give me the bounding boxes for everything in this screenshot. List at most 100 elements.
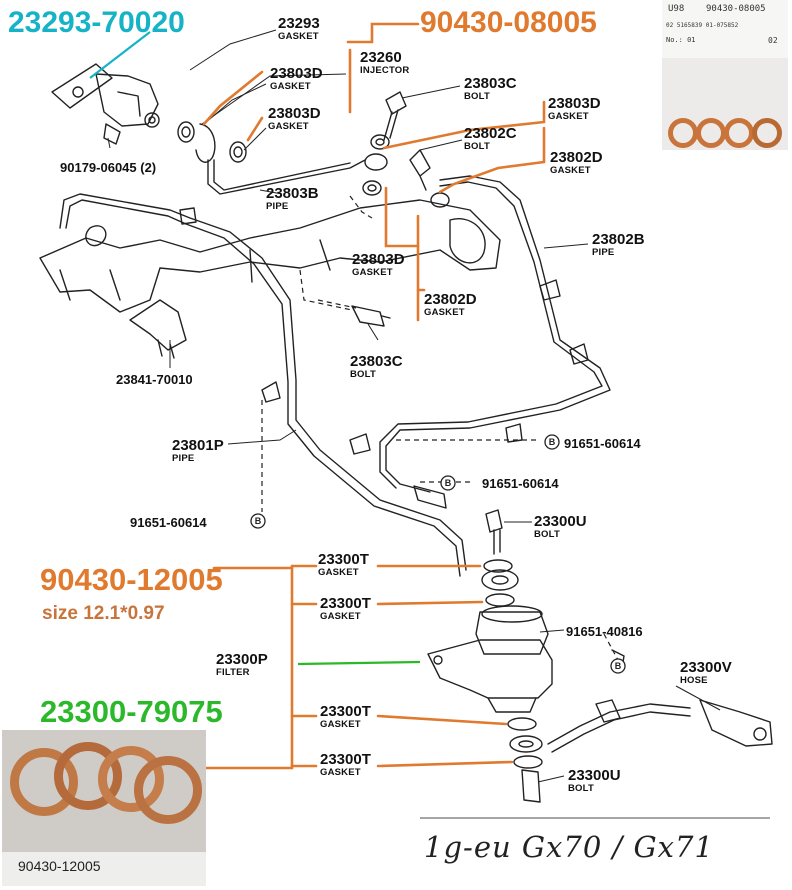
part-number: 23802B xyxy=(592,231,645,248)
part-desc: GASKET xyxy=(424,307,465,318)
part-desc: BOLT xyxy=(568,783,594,794)
part-number: 23300P xyxy=(216,651,268,668)
part-desc: GASKET xyxy=(270,81,311,92)
part-number: 91651-60614 xyxy=(482,476,559,491)
washer-photo-8 xyxy=(134,756,202,824)
part-number: 23803D xyxy=(270,65,323,82)
callout-23841: 23841-70010 xyxy=(116,372,193,387)
headline-90430-08005: 90430-08005 xyxy=(420,6,597,39)
part-number: 23300T xyxy=(320,703,371,720)
headline-23300-79075: 23300-79075 xyxy=(40,694,223,729)
washer-photo-3 xyxy=(724,118,754,148)
washer-photo-4 xyxy=(752,118,782,148)
part-number: 23300U xyxy=(534,513,587,530)
part-number: 23802C xyxy=(464,125,517,142)
part-number: 23300U xyxy=(568,767,621,784)
part-number: 23300T xyxy=(318,551,369,568)
part-desc: GASKET xyxy=(352,267,393,278)
headline-23293-70020: 23293-70020 xyxy=(8,6,185,39)
photo-label-line3-right: 02 xyxy=(768,36,778,45)
part-number: 23803C xyxy=(464,75,517,92)
part-number: 23300V xyxy=(680,659,732,676)
part-number: 91651-60614 xyxy=(130,515,207,530)
part-number: 23803D xyxy=(352,251,405,268)
callout-91651-d: 91651-40816 xyxy=(566,624,643,639)
part-number: 23841-70010 xyxy=(116,372,193,387)
b-marker-1: B xyxy=(549,437,556,447)
part-number: 23802D xyxy=(424,291,477,308)
photo-label-part: 90430-08005 xyxy=(706,4,766,14)
size-note: size 12.1*0.97 xyxy=(42,603,165,624)
part-number: 23803B xyxy=(266,185,319,202)
b-marker-2: B xyxy=(445,478,452,488)
part-desc: PIPE xyxy=(266,201,289,212)
headline-90430-12005: 90430-12005 xyxy=(40,562,223,597)
part-number: 23260 xyxy=(360,49,402,66)
part-desc: BOLT xyxy=(464,141,490,152)
part-number: 23801P xyxy=(172,437,224,454)
part-desc: GASKET xyxy=(320,611,361,622)
photo-label-line2: 02 5165839 01-075852 xyxy=(666,22,739,29)
part-desc: BOLT xyxy=(464,91,490,102)
part-desc: BOLT xyxy=(350,369,376,380)
part-number: 91651-40816 xyxy=(566,624,643,639)
washer-photo-2 xyxy=(696,118,726,148)
part-number: 23803C xyxy=(350,353,403,370)
part-number: 23300T xyxy=(320,751,371,768)
photo-label-code: U98 xyxy=(668,4,685,14)
part-number: 23803D xyxy=(548,95,601,112)
part-number: 91651-60614 xyxy=(564,436,641,451)
b-marker-4: B xyxy=(615,661,622,671)
photo-gaskets-08005: U98 90430-08005 02 5165839 01-075852 No.… xyxy=(662,0,788,150)
part-desc: GASKET xyxy=(320,767,361,778)
part-number: 23300T xyxy=(320,595,371,612)
part-desc: GASKET xyxy=(318,567,359,578)
callout-90179: 90179-06045 (2) xyxy=(60,160,156,175)
part-desc: BOLT xyxy=(534,529,560,540)
part-desc: GASKET xyxy=(320,719,361,730)
photo-label-12005: 90430-12005 xyxy=(18,858,101,874)
part-desc: INJECTOR xyxy=(360,65,410,76)
callout-91651-c: 91651-60614 xyxy=(130,515,207,530)
part-desc: PIPE xyxy=(172,453,195,464)
part-desc: GASKET xyxy=(548,111,589,122)
part-desc: GASKET xyxy=(268,121,309,132)
photo-label-line3: No.: 01 xyxy=(666,36,696,44)
part-number: 23803D xyxy=(268,105,321,122)
part-desc: GASKET xyxy=(550,165,591,176)
part-desc: FILTER xyxy=(216,667,250,678)
engine-caption: 1g-eu Gx70 / Gx71 xyxy=(424,830,714,864)
photo-gaskets-12005: 90430-12005 xyxy=(2,730,206,886)
part-desc: PIPE xyxy=(592,247,615,258)
callout-91651-a: 91651-60614 xyxy=(564,436,641,451)
b-marker-3: B xyxy=(255,516,262,526)
part-number: 90179-06045 (2) xyxy=(60,160,157,175)
callout-91651-b: 91651-60614 xyxy=(482,476,559,491)
part-desc: HOSE xyxy=(680,675,708,686)
part-number: 23293 xyxy=(278,15,320,32)
part-number: 23802D xyxy=(550,149,603,166)
